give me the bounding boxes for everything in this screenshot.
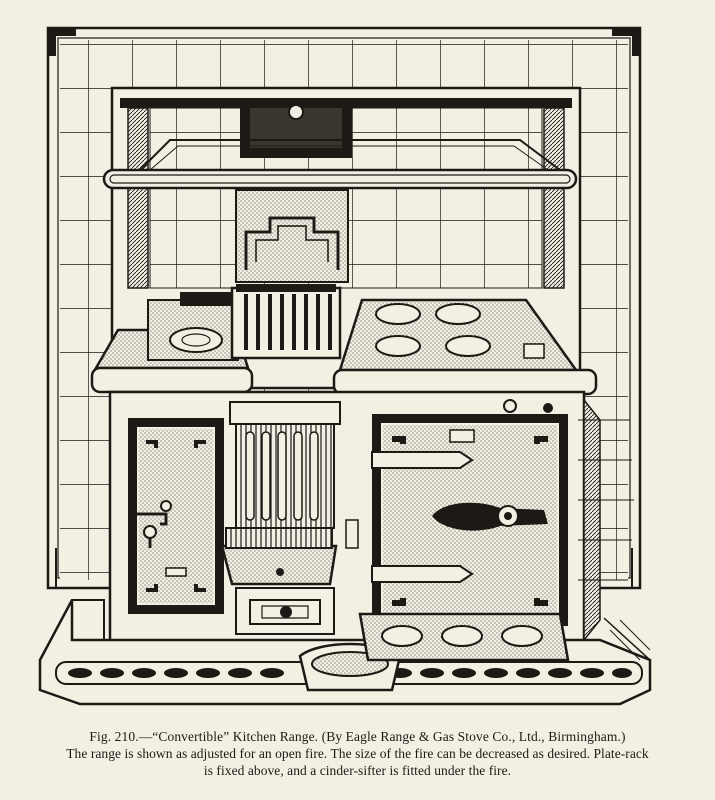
fire-hood (235, 189, 349, 283)
range-illustration (38, 26, 652, 706)
hob (90, 284, 598, 396)
range-drawing (38, 26, 652, 706)
figure-caption: Fig. 210.—“Convertible” Kitchen Range. (… (0, 728, 715, 779)
caption-body-line-1: The range is shown as adjusted for an op… (66, 746, 649, 761)
range-body (108, 390, 634, 644)
caption-title: Fig. 210.—“Convertible” Kitchen Range. (… (89, 729, 626, 744)
caption-body-line-2: is fixed above, and a cinder-sifter is f… (203, 763, 512, 778)
plate-rack (102, 139, 578, 190)
hearth-fender (38, 599, 652, 706)
